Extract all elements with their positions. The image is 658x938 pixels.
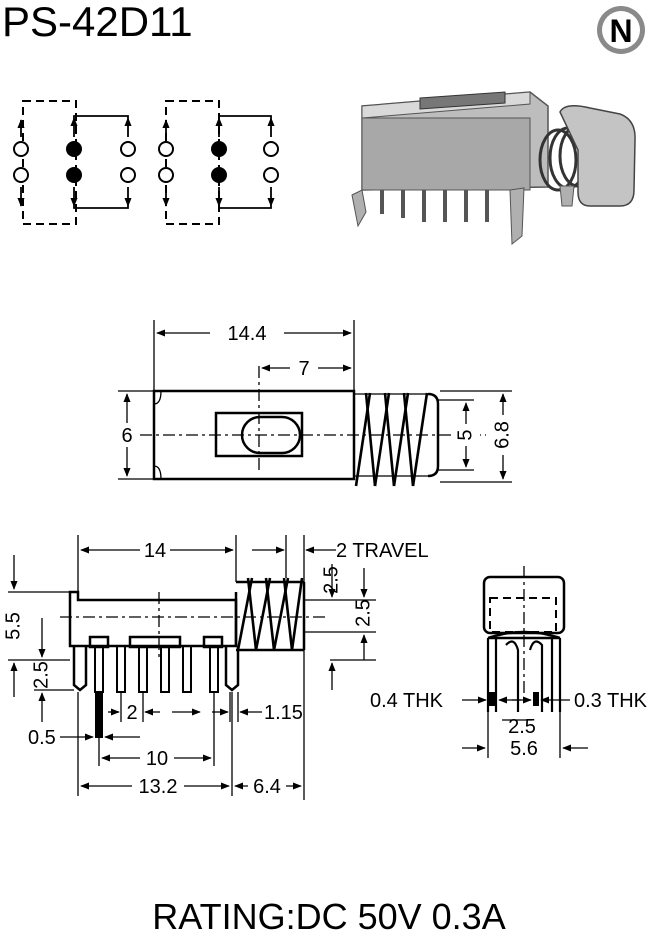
brand-logo-letter: N [609, 13, 632, 49]
side-view: 14 2 TRAVEL 5.5 2.5 2.5 2.5 2 1.15 [2, 535, 429, 800]
dim-overall-span-13-2: 13.2 [139, 776, 178, 798]
product-photo [351, 91, 636, 246]
dim-spring-length-6-4: 6.4 [253, 776, 281, 798]
dim-spring-pin-offset-1-15: 1.15 [264, 702, 303, 724]
dim-pin-length-2-5: 2.5 [30, 661, 52, 689]
contact-terminal [158, 167, 174, 183]
dim-spring-width-5: 5 [454, 429, 476, 440]
housing-corner [153, 390, 162, 480]
dim-pin-span-10: 10 [146, 748, 168, 770]
dim-width-6: 6 [121, 425, 132, 447]
end-view: 0.4 THK 0.3 THK 2.5 5.6 [370, 566, 648, 760]
actuator-outline [489, 597, 557, 633]
dim-thickness-0-3: 0.3 THK [574, 690, 648, 712]
bracket-leg [224, 646, 240, 692]
spring-coil [236, 577, 304, 651]
terminal-pins [486, 638, 562, 712]
switch-pole-box [22, 100, 77, 225]
switch-pole-box [165, 100, 220, 225]
contact-terminal [120, 141, 136, 157]
dim-travel: 2 TRAVEL [336, 540, 429, 562]
dim-spring-upper-2-5: 2.5 [320, 566, 342, 594]
dim-spring-lower-2-5: 2.5 [352, 599, 374, 627]
contact-terminal [13, 141, 29, 157]
base-curve [487, 630, 561, 640]
contact-terminal [120, 167, 136, 183]
contact-terminal [263, 167, 279, 183]
common-terminal [66, 141, 82, 157]
common-terminal [66, 167, 82, 183]
circuit-schematic [13, 100, 279, 225]
dim-thickness-0-4: 0.4 THK [370, 690, 444, 712]
common-terminal [211, 167, 227, 183]
spring-coil [354, 392, 429, 487]
terminal-pins [94, 645, 219, 693]
common-terminal [211, 141, 227, 157]
contact-terminal [13, 167, 29, 183]
dim-body-height-5-5: 5.5 [2, 612, 24, 640]
part-number-title: PS-42D11 [2, 0, 193, 45]
top-view: 14.4 7 6 5 6.8 [118, 320, 514, 487]
dim-button-offset-7: 7 [298, 358, 309, 380]
pin-thickness-marker [95, 692, 103, 738]
contact-terminal [263, 141, 279, 157]
push-button-cap [427, 392, 440, 478]
dim-pin-pitch-2-5: 2.5 [508, 716, 536, 738]
dim-pitch-2: 2 [126, 702, 137, 724]
dim-length-14: 14 [144, 540, 166, 562]
dim-pin-thickness-0-5: 0.5 [28, 727, 56, 749]
brand-logo: N [597, 6, 645, 54]
dim-width-5-6: 5.6 [510, 738, 538, 760]
dim-spring-outer-6-8: 6.8 [491, 421, 513, 449]
contact-terminal [158, 141, 174, 157]
rating-label: RATING:DC 50V 0.3A [152, 896, 505, 937]
base-tab [128, 635, 182, 649]
bracket-leg [72, 646, 88, 692]
dim-length-14-4: 14.4 [228, 323, 267, 345]
